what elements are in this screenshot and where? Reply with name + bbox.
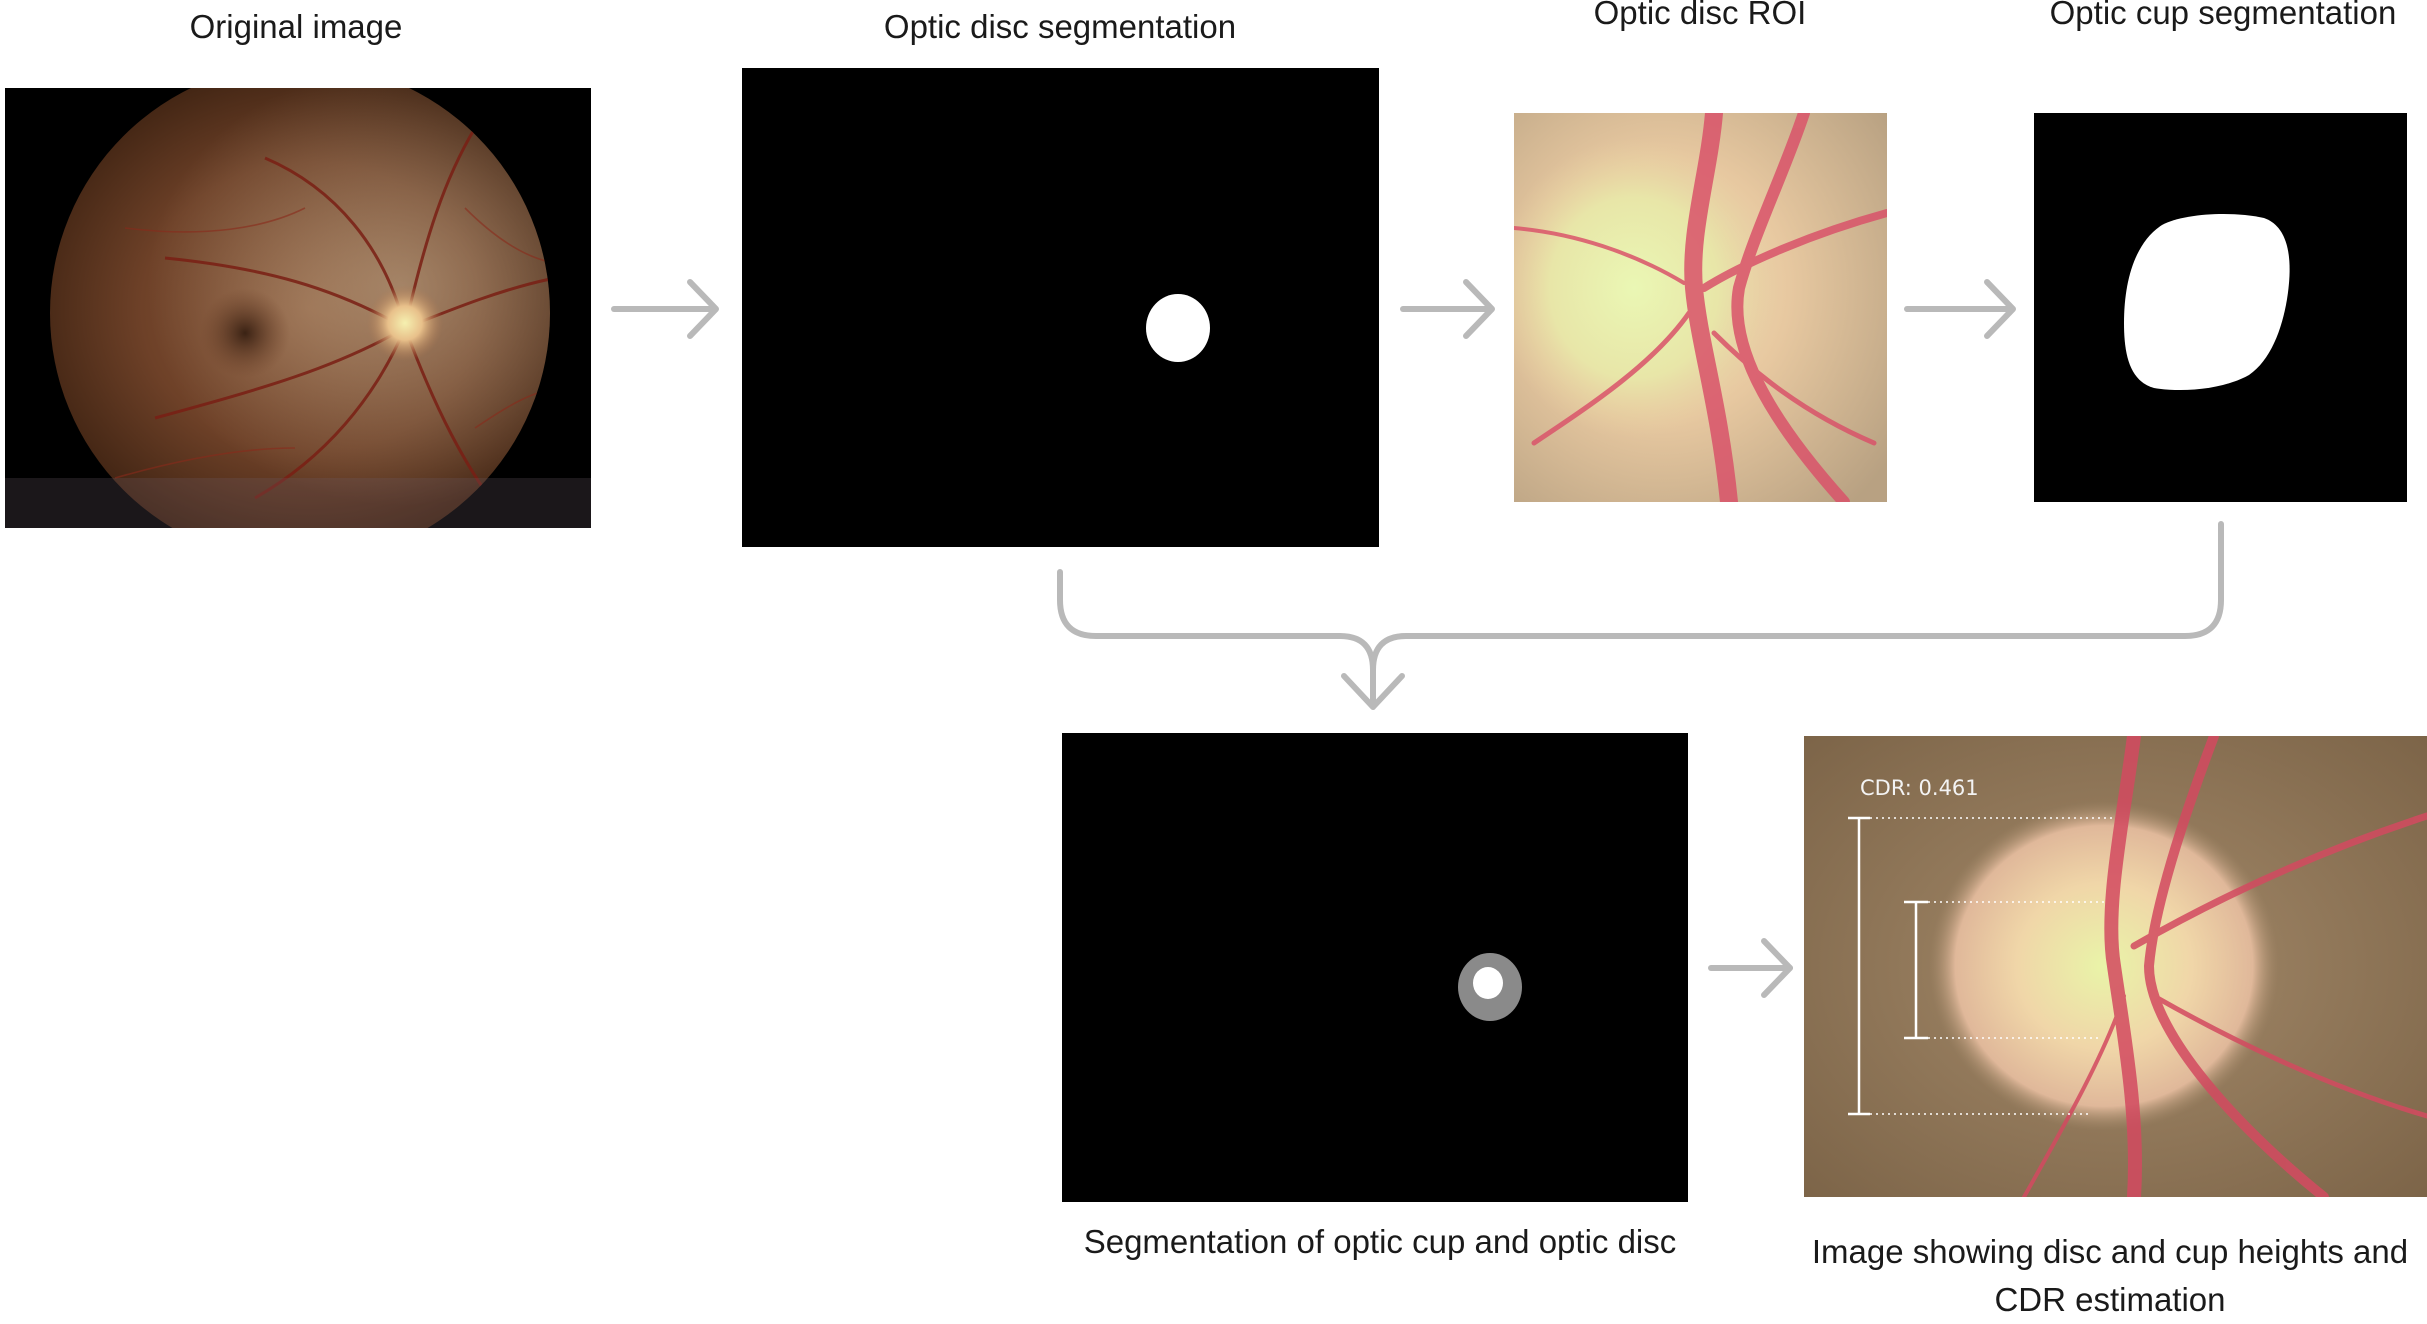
cdr-estimation-image: CDR: 0.461 [1804,736,2427,1197]
combined-segmentation-mask [1062,733,1688,1202]
cdr-value-label: CDR: 0.461 [1860,776,1979,800]
optic-cup-mask [2034,113,2407,502]
optic-disc-roi-image [1514,113,1887,502]
disc-region [1146,294,1210,362]
label-optic-cup-segmentation: Optic cup segmentation [2049,0,2397,31]
optic-disc-mask [742,68,1379,547]
cup-region [2124,213,2290,391]
cup-core [1473,967,1503,999]
label-optic-disc-roi: Optic disc ROI [1593,0,1807,31]
merge-connector [1057,569,1376,708]
label-optic-disc-segmentation: Optic disc segmentation [883,8,1237,45]
original-fundus-image [5,88,591,528]
label-original-image: Original image [189,8,403,45]
caption-combined-segmentation: Segmentation of optic cup and optic disc [1083,1223,1677,1260]
caption-cdr-estimation: Image showing disc and cup heights and C… [1811,1233,2409,1318]
